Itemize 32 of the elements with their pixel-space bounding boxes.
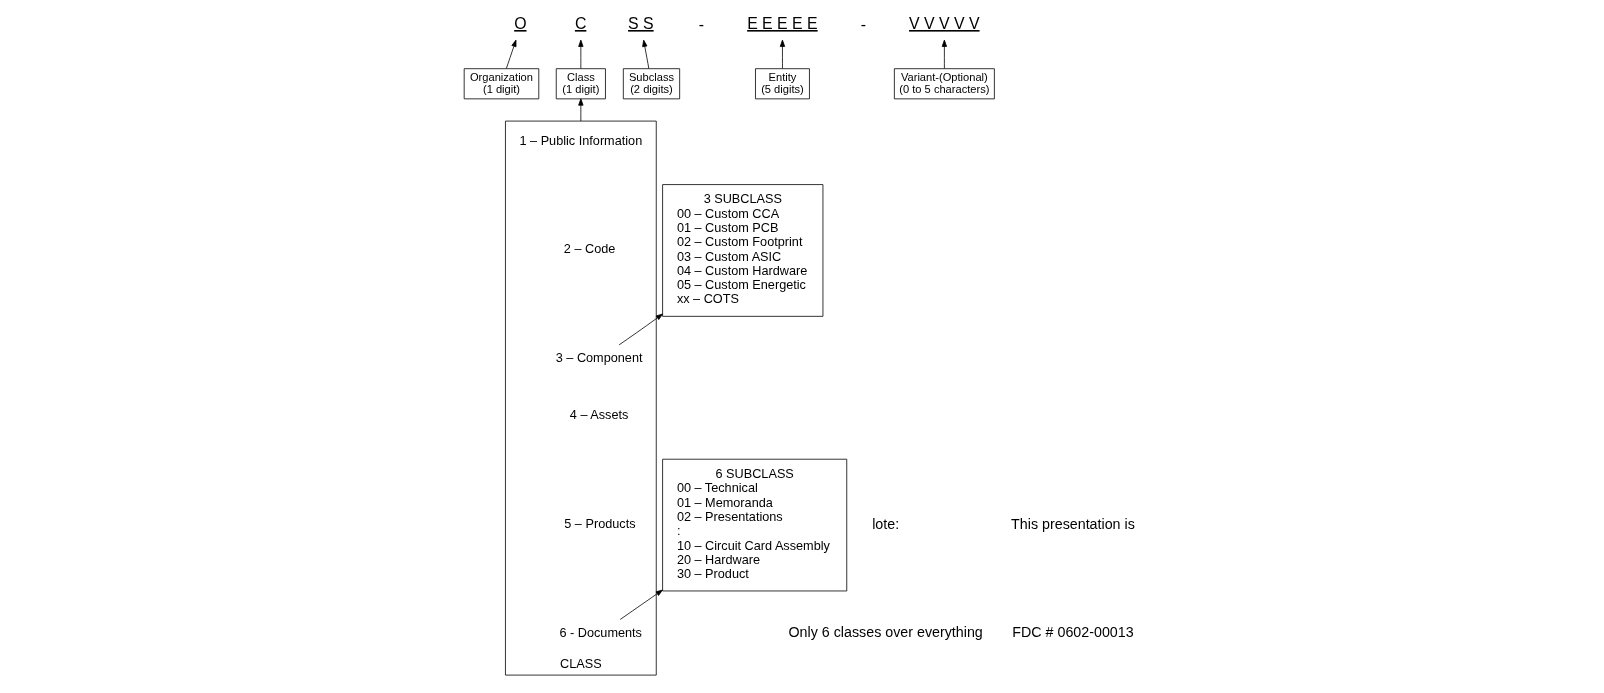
arrow (618, 313, 663, 346)
node-box: 6 SUBCLASS 00 – Technical 01 – Memoranda 02 – Presentations : 10 – Circuit Card Assembly 20 – Hardware 30 – Product (661, 458, 847, 592)
node-text: 2 – Code (563, 242, 615, 257)
arrow (779, 39, 785, 69)
node-text: 3 – Component (555, 351, 642, 366)
label: FDC # 0602-00013 (1011, 624, 1134, 641)
arrow (641, 39, 649, 69)
node-box: 3 SUBCLASS 00 – Custom CCA 01 – Custom PCB 02 – Custom Footprint 03 – Custom ASIC 04 – Custom Hardware 05 – Custom Energetic xx – COTS (661, 184, 823, 317)
arrow (577, 39, 583, 69)
node-text: O (513, 15, 527, 33)
label: lote: (871, 515, 899, 532)
node-box: Entity (5 digits) (754, 68, 810, 100)
node-box: Organization (1 digit) (463, 68, 539, 100)
node-text: S S (627, 15, 654, 33)
node-text: C (574, 15, 586, 33)
node-text: V V V V V (908, 15, 980, 33)
node-text: 5 – Products (563, 517, 636, 532)
node-box: Class (1 digit) (555, 68, 606, 100)
node-text: 6 - Documents (558, 625, 642, 640)
label: - (698, 15, 704, 33)
label: This presentation is (1010, 515, 1135, 532)
node-box: Subclass (2 digits) (622, 68, 680, 100)
arrow (941, 39, 947, 69)
node-text: E E E E E (746, 15, 818, 33)
node-text: 4 – Assets (569, 408, 628, 423)
arrow (505, 39, 516, 69)
node-box: Variant-(Optional) (0 to 5 characters) (893, 68, 995, 100)
label: - (860, 15, 866, 33)
arrow (619, 589, 663, 620)
arrow (577, 98, 583, 122)
label: Only 6 classes over everything (788, 624, 983, 641)
node-text: 1 – Public Information (518, 133, 642, 148)
